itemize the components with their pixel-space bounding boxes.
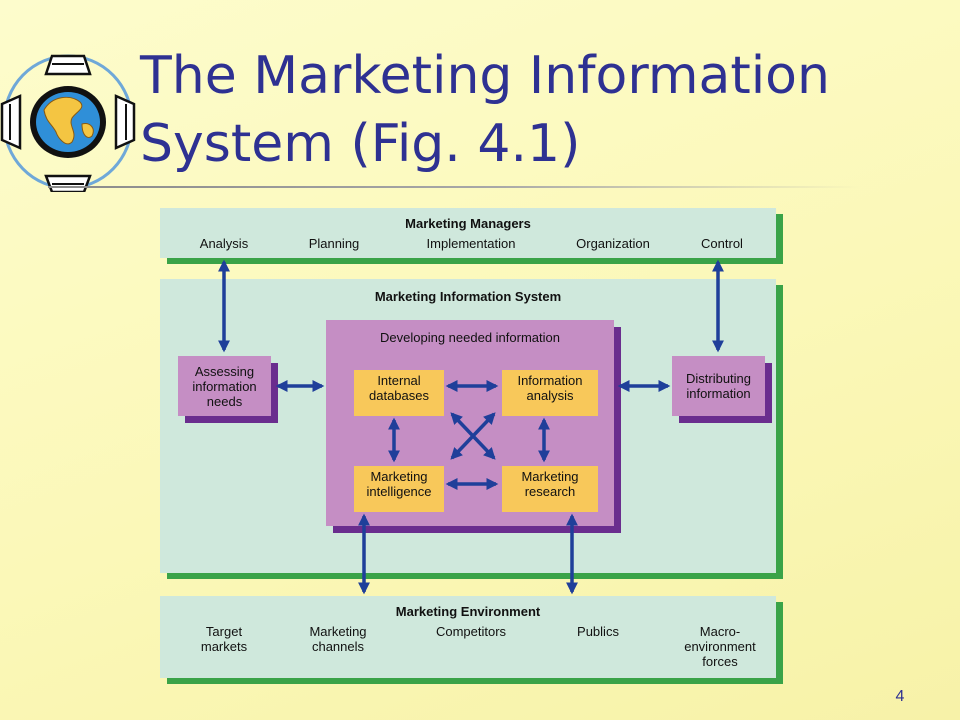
macro-label-1: Macro- [699, 624, 741, 639]
slide-title-line-1: The Marketing Information [140, 46, 830, 106]
environment-item-target-markets: Target markets [182, 624, 266, 654]
internal-label-2: databases [369, 388, 429, 403]
analysis-label-1: Information [517, 373, 583, 388]
macro-label-3: forces [702, 654, 738, 669]
target-label-1: Target [205, 624, 243, 639]
environment-item-competitors: Competitors [435, 624, 507, 639]
slide-title-line-2: System (Fig. 4.1) [140, 114, 581, 174]
analysis-label-2: analysis [526, 388, 574, 403]
environment-item-marketing-channels: Marketing channels [296, 624, 380, 654]
slide-title: The Marketing Information System (Fig. 4… [140, 42, 940, 178]
manager-item-organization: Organization [576, 236, 650, 251]
macro-label-2: environment [684, 639, 756, 654]
marketing-intelligence-box: Marketing intelligence [354, 466, 444, 512]
research-label-1: Marketing [521, 469, 579, 484]
manager-item-implementation: Implementation [426, 236, 516, 251]
manager-item-planning: Planning [308, 236, 360, 251]
environment-item-macroenvironment-forces: Macro- environment forces [670, 624, 770, 669]
internal-label-1: Internal [377, 373, 421, 388]
distributing-label-1: Distributing [685, 371, 752, 386]
manager-item-analysis: Analysis [199, 236, 249, 251]
information-analysis-box: Information analysis [502, 370, 598, 416]
channels-label-2: channels [311, 639, 365, 654]
research-label-2: research [524, 484, 576, 499]
intelligence-label-1: Marketing [370, 469, 428, 484]
marketing-environment-title: Marketing Environment [395, 604, 541, 619]
distributing-information-box: Distributing information [672, 356, 765, 416]
intelligence-label-2: intelligence [366, 484, 432, 499]
distributing-label-2: information [686, 386, 751, 401]
manager-item-control: Control [701, 236, 743, 251]
marketing-research-box: Marketing research [502, 466, 598, 512]
marketing-information-system-title: Marketing Information System [374, 289, 562, 304]
channels-label-1: Marketing [309, 624, 367, 639]
environment-item-publics: Publics [577, 624, 619, 639]
assessing-information-needs-box: Assessing information needs [178, 356, 271, 416]
assessing-label-1: Assessing [194, 363, 255, 379]
marketing-managers-title: Marketing Managers [405, 216, 531, 231]
slide-number: 4 [895, 688, 905, 705]
globe-computer-icon [0, 54, 136, 192]
assessing-label-2: information [192, 378, 257, 394]
internal-databases-box: Internal databases [354, 370, 444, 416]
marketing-managers-panel: Marketing Managers Analysis Planning Imp… [160, 208, 776, 258]
title-underline [48, 186, 860, 188]
marketing-environment-panel: Marketing Environment Target markets Mar… [160, 596, 776, 678]
assessing-label-3: needs [206, 393, 243, 409]
target-label-2: markets [200, 639, 248, 654]
developing-needed-information-title: Developing needed information [380, 330, 560, 345]
